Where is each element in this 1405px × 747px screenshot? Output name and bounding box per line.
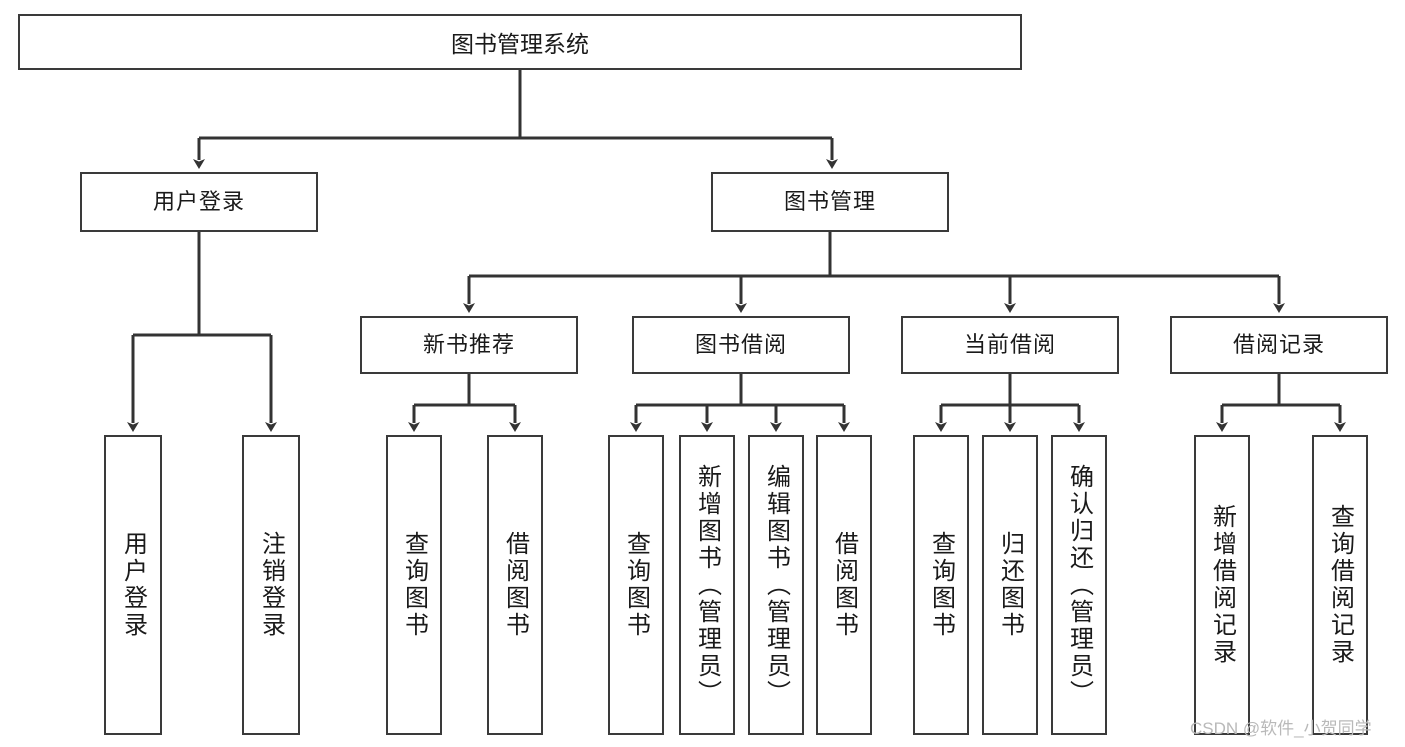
node-user-login-label: 用户登录 [152, 188, 245, 214]
node-leaf-borrow-book[interactable]: 借阅图书 [816, 435, 872, 735]
node-new-book-recommend[interactable]: 新书推荐 [360, 316, 578, 374]
node-book-management[interactable]: 图书管理 [711, 172, 949, 232]
node-current-borrow-label: 当前借阅 [963, 331, 1056, 357]
node-leaf-edit-book-admin-label: 编辑图书（管理员） [762, 463, 790, 707]
node-book-borrow[interactable]: 图书借阅 [632, 316, 850, 374]
node-book-management-label: 图书管理 [783, 188, 876, 214]
node-leaf-borrow-book-label: 借阅图书 [830, 531, 858, 639]
node-current-borrow[interactable]: 当前借阅 [901, 316, 1119, 374]
node-leaf-add-book-admin-label: 新增图书（管理员） [693, 463, 721, 707]
node-leaf-return-book[interactable]: 归还图书 [982, 435, 1038, 735]
node-root-book-management-system[interactable]: 图书管理系统 [18, 14, 1022, 70]
node-leaf-query-borrow-record-label: 查询借阅记录 [1326, 504, 1354, 666]
node-book-borrow-label: 图书借阅 [694, 331, 787, 357]
node-leaf-user-login-label: 用户登录 [119, 531, 147, 639]
node-leaf-query-book-current-label: 查询图书 [927, 531, 955, 639]
node-leaf-add-book-admin[interactable]: 新增图书（管理员） [679, 435, 735, 735]
node-leaf-confirm-return-admin-label: 确认归还（管理员） [1065, 463, 1093, 707]
node-leaf-add-borrow-record[interactable]: 新增借阅记录 [1194, 435, 1250, 735]
node-leaf-borrow-book-recommend[interactable]: 借阅图书 [487, 435, 543, 735]
node-leaf-user-login[interactable]: 用户登录 [104, 435, 162, 735]
csdn-watermark: CSDN @软件_小贺同学 [1190, 719, 1372, 738]
node-leaf-logout-label: 注销登录 [257, 531, 285, 639]
node-leaf-query-book-current[interactable]: 查询图书 [913, 435, 969, 735]
node-leaf-query-book-borrow[interactable]: 查询图书 [608, 435, 664, 735]
node-leaf-edit-book-admin[interactable]: 编辑图书（管理员） [748, 435, 804, 735]
node-leaf-query-borrow-record[interactable]: 查询借阅记录 [1312, 435, 1368, 735]
node-borrow-record-label: 借阅记录 [1232, 331, 1325, 357]
node-root-label: 图书管理系统 [451, 31, 589, 57]
node-leaf-query-book-borrow-label: 查询图书 [622, 531, 650, 639]
node-leaf-add-borrow-record-label: 新增借阅记录 [1208, 504, 1236, 666]
node-borrow-record[interactable]: 借阅记录 [1170, 316, 1388, 374]
node-leaf-query-book-recommend[interactable]: 查询图书 [386, 435, 442, 735]
node-leaf-return-book-label: 归还图书 [996, 531, 1024, 639]
node-leaf-logout[interactable]: 注销登录 [242, 435, 300, 735]
node-leaf-query-book-recommend-label: 查询图书 [400, 531, 428, 639]
node-user-login[interactable]: 用户登录 [80, 172, 318, 232]
node-leaf-borrow-book-recommend-label: 借阅图书 [501, 531, 529, 639]
node-leaf-confirm-return-admin[interactable]: 确认归还（管理员） [1051, 435, 1107, 735]
node-new-book-recommend-label: 新书推荐 [422, 331, 515, 357]
